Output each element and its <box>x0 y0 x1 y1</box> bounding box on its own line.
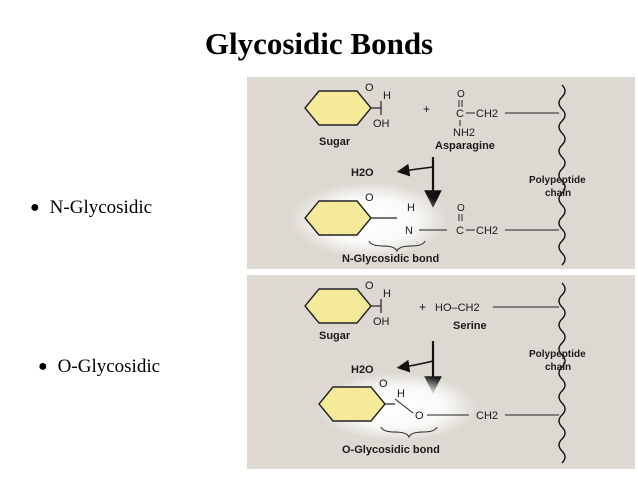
glycosidic-bond-figure: O H OH Sugar + O C CH2 NH2 Asparagine Po… <box>247 77 635 469</box>
amino-acid-label: Serine <box>453 320 487 332</box>
carbonyl-oxygen: O <box>457 203 465 214</box>
sugar-ring-icon <box>318 386 386 422</box>
bond-bracket-icon <box>380 426 438 439</box>
carbonyl-oxygen: O <box>457 89 465 100</box>
plus-sign: + <box>423 102 430 116</box>
atom-h: H <box>383 90 391 102</box>
sugar-ring-icon <box>304 200 372 236</box>
sugar-label: Sugar <box>319 330 351 342</box>
atom-c: C <box>456 225 464 237</box>
chain-label-line2: chain <box>545 362 571 373</box>
ring-oxygen: O <box>365 192 374 204</box>
atom-ch2: CH2 <box>476 108 498 120</box>
bullet-dot-icon: ● <box>30 199 40 216</box>
serine-side-chain: HO–CH2 <box>435 302 480 314</box>
bond-bracket-icon <box>368 240 426 253</box>
polypeptide-chain-icon <box>558 84 566 266</box>
atom-ch2: CH2 <box>476 225 498 237</box>
sugar-ring-icon <box>304 90 372 126</box>
atom-c: C <box>456 108 464 120</box>
amino-acid-label: Asparagine <box>435 140 495 152</box>
bullet-dot-icon: ● <box>38 358 48 375</box>
bullet-n-glycosidic: ● N-Glycosidic <box>30 197 152 219</box>
sugar-ring-icon <box>304 288 372 324</box>
bullet-label: O-Glycosidic <box>57 356 161 377</box>
o-glycosidic-panel: O H OH Sugar + HO–CH2 Serine Polypeptide… <box>247 275 635 469</box>
chain-label-line1: Polypeptide <box>529 175 586 186</box>
bullet-o-glycosidic: ● O-Glycosidic <box>38 356 160 378</box>
ring-oxygen: O <box>365 280 374 292</box>
plus-sign: + <box>419 300 426 314</box>
atom-h: H <box>397 388 405 400</box>
atom-ch2: CH2 <box>476 410 498 422</box>
polypeptide-chain-icon <box>558 282 566 464</box>
chain-label-line1: Polypeptide <box>529 349 586 360</box>
atom-oh: OH <box>373 118 390 130</box>
atom-oh: OH <box>373 316 390 328</box>
water-label: H2O <box>351 167 374 179</box>
water-release-arrow-icon <box>396 163 434 177</box>
sugar-label: Sugar <box>319 136 351 148</box>
n-glycosidic-panel: O H OH Sugar + O C CH2 NH2 Asparagine Po… <box>247 77 635 269</box>
ring-oxygen: O <box>365 82 374 94</box>
slide-title: Glycosidic Bonds <box>204 26 434 61</box>
ring-oxygen: O <box>379 378 388 390</box>
water-label: H2O <box>351 364 374 376</box>
bond-label: O-Glycosidic bond <box>342 444 440 456</box>
atom-n: N <box>405 225 413 237</box>
atom-h: H <box>407 202 415 214</box>
atom-nh2: NH2 <box>453 127 475 139</box>
water-release-arrow-icon <box>396 359 434 373</box>
link-oxygen: O <box>415 410 424 422</box>
bullet-label: N-Glycosidic <box>49 197 153 218</box>
bond-label: N-Glycosidic bond <box>342 253 439 265</box>
chain-label-line2: chain <box>545 188 571 199</box>
atom-h: H <box>383 288 391 300</box>
